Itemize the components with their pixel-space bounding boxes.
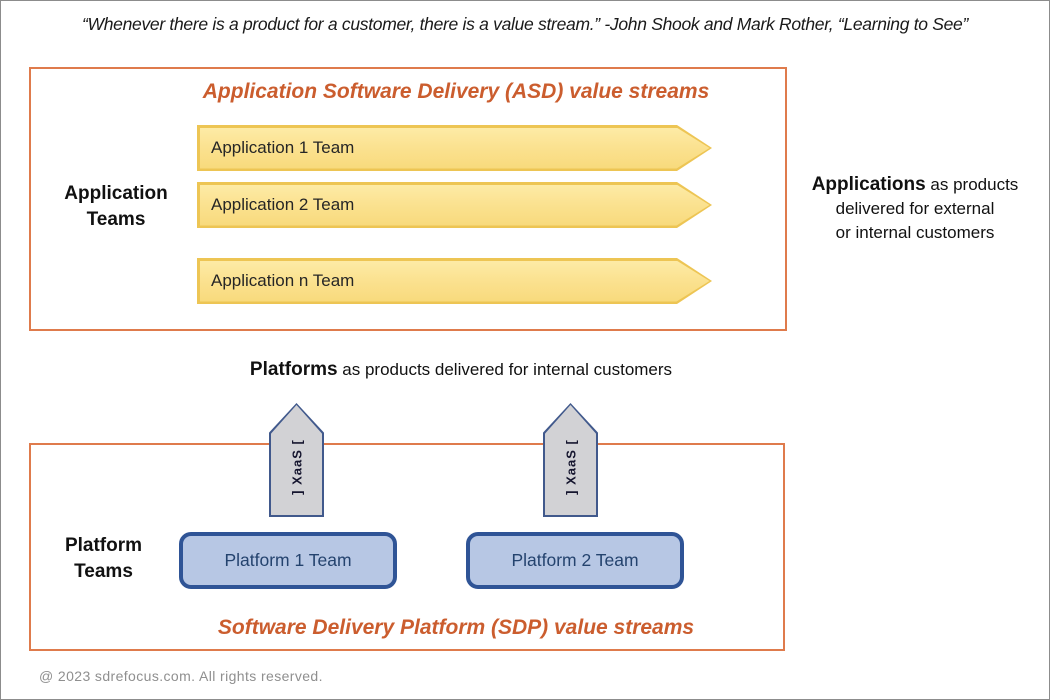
footer-copyright: @ 2023 sdrefocus.com. All rights reserve… — [39, 668, 323, 684]
platform-2-team-box: Platform 2 Team — [466, 532, 684, 589]
application-teams-label-line1: Application — [64, 183, 168, 204]
platforms-note-bold: Platforms — [249, 359, 338, 380]
application-2-value-stream-arrow: Application 2 Team — [197, 182, 712, 228]
asd-value-streams-box — [29, 67, 787, 331]
applications-note-bold: Applications — [811, 174, 926, 195]
platform-2-team-label: Platform 2 Team — [511, 550, 639, 570]
asd-title: Application Software Delivery (ASD) valu… — [202, 80, 710, 103]
quote-text: “Whenever there is a product for a custo… — [81, 14, 969, 34]
sdp-value-streams-box — [29, 443, 785, 651]
application-1-value-stream-arrow: Application 1 Team — [197, 125, 712, 171]
arrow-shape-fill — [200, 128, 710, 169]
xaas-up-arrow-1: ] XaaS [ — [269, 403, 324, 517]
application-n-value-stream-arrow: Application n Team — [197, 258, 712, 304]
applications-note-line2: delivered for external — [835, 199, 995, 218]
application-n-team-label: Application n Team — [211, 271, 355, 290]
xaas-label-1: ] XaaS [ — [289, 438, 304, 495]
platform-1-team-box: Platform 1 Team — [179, 532, 397, 589]
applications-note-line3: or internal customers — [835, 223, 995, 242]
platform-teams-label-line2: Teams — [74, 561, 133, 582]
platform-teams-label: Platform Teams — [41, 533, 166, 585]
platforms-note-rest: as products delivered for internal custo… — [337, 360, 673, 379]
arrow-shape-fill — [200, 185, 710, 226]
application-1-team-label: Application 1 Team — [211, 138, 355, 157]
application-teams-label: Application Teams — [41, 181, 191, 233]
applications-as-products-note: Applications as products delivered for e… — [799, 173, 1031, 245]
xaas-label-2: ] XaaS [ — [563, 438, 578, 495]
xaas-up-arrow-2: ] XaaS [ — [543, 403, 598, 517]
platforms-as-products-note: Platforms as products delivered for inte… — [181, 359, 741, 381]
arrow-shape-fill — [200, 261, 710, 302]
applications-note-rest: as products — [925, 175, 1019, 194]
application-2-team-label: Application 2 Team — [211, 195, 355, 214]
sdp-title: Software Delivery Platform (SDP) value s… — [217, 616, 695, 639]
platform-1-team-label: Platform 1 Team — [224, 550, 352, 570]
applications-note-line1: Applications as products — [799, 173, 1031, 197]
application-teams-label-line2: Teams — [86, 209, 146, 230]
platform-teams-label-line1: Platform — [64, 535, 143, 556]
